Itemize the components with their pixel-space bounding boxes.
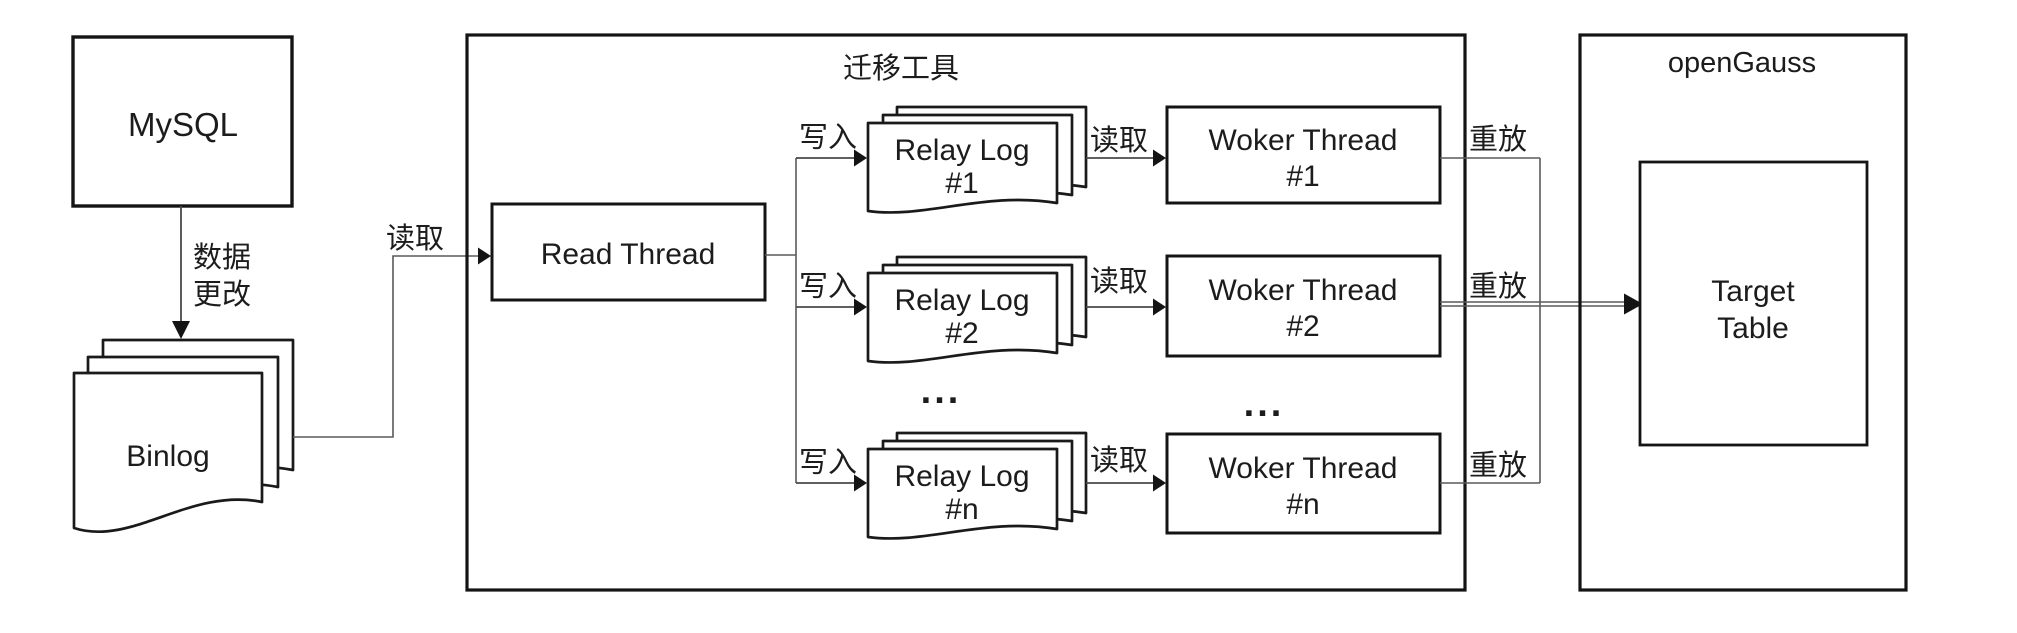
worker-thread-n-line2: #n [1286,488,1319,521]
target-table-line1: Target [1711,275,1795,308]
data-change-edge: 数据 更改 [172,206,251,339]
read-thread-node: Read Thread [490,202,767,302]
worker-thread-1: Woker Thread #1 [1165,105,1442,205]
opengauss-container: openGauss [1578,33,1908,592]
relay-read-edge-n: 读取 [1086,444,1166,492]
arrow-down-icon [172,321,190,339]
replay-label-n: 重放 [1469,449,1527,482]
worker-thread-n-line1: Woker Thread [1209,452,1398,485]
worker-thread-1-line2: #1 [1286,160,1319,193]
read-thread-label: Read Thread [541,238,716,271]
migration-tool-title: 迁移工具 [843,52,959,85]
mysql-node: MySQL [71,35,294,208]
worker-thread-1-line1: Woker Thread [1209,124,1398,157]
relay-log-1-line1: Relay Log [894,134,1029,167]
opengauss-title: openGauss [1668,47,1816,79]
worker-thread-2-box [1165,254,1442,358]
relay-read-edge-2: 读取 [1086,265,1166,316]
relay-sheet-front [866,447,1059,540]
relay-ellipsis: ... [921,370,962,412]
data-change-label-line1: 数据 [193,241,251,274]
target-table-line2: Table [1717,312,1789,345]
arrow-right-icon [854,474,867,492]
binlog-node: Binlog [72,338,295,534]
relay-log-2-line1: Relay Log [894,284,1029,317]
write-edge-n: 写入 [796,447,867,492]
read-thread-branch-lines [765,158,797,483]
arrow-right-icon [1624,293,1643,315]
replay-label-1: 重放 [1469,123,1527,156]
relay-sheet-front [866,121,1059,214]
worker-thread-2-line2: #2 [1286,310,1319,343]
write-label-1: 写入 [799,122,857,154]
relay-log-1: Relay Log #1 [866,105,1088,214]
binlog-sheet-front [72,371,264,534]
read-thread-box [490,202,767,302]
relay-log-n: Relay Log #n [866,431,1088,540]
relay-log-1-line2: #1 [945,167,978,200]
arrow-right-icon [478,247,491,265]
worker-thread-2-line1: Woker Thread [1209,274,1398,307]
target-table-box [1638,160,1869,447]
binlog-readthread-line [293,255,478,438]
relay-read-edge-1: 读取 [1086,124,1166,167]
read-label-2: 读取 [1090,265,1148,298]
opengauss-box [1578,33,1908,592]
worker-thread-2: Woker Thread #2 [1165,254,1442,358]
arrow-right-icon [854,149,867,167]
binlog-to-readthread-edge: 读取 [293,222,491,438]
worker-ellipsis: ... [1244,383,1285,425]
worker-thread-1-box [1165,105,1442,205]
relay-log-2-line2: #2 [945,317,978,350]
write-edge-1: 写入 [796,122,867,167]
binlog-label: Binlog [126,440,209,473]
data-change-label-line2: 更改 [193,278,251,311]
arrow-right-icon [1153,298,1166,316]
worker-thread-n: Woker Thread #n [1165,432,1442,535]
migration-tool-box [465,33,1467,592]
replay-edge-2: 重放 [1440,270,1643,315]
replay-label-2: 重放 [1469,270,1527,303]
write-label-n: 写入 [799,447,857,479]
target-table-node: Target Table [1638,160,1869,447]
mysql-label: MySQL [128,106,238,143]
relay-log-n-line2: #n [945,493,978,526]
write-edge-2: 写入 [796,271,867,316]
mysql-box [71,35,294,208]
read-label-1: 读取 [1090,124,1148,157]
worker-thread-n-box [1165,432,1442,535]
write-label-2: 写入 [799,271,857,303]
arrow-right-icon [854,298,867,316]
replay-edge-n: 重放 [1440,449,1540,484]
relay-sheet-front [866,271,1059,364]
arrow-right-icon [1153,474,1166,492]
relay-log-2: Relay Log #2 [866,255,1088,364]
replay-edge-1: 重放 [1440,123,1540,159]
migration-tool-container: 迁移工具 [465,33,1467,592]
read-label-n: 读取 [1090,444,1148,477]
arrow-right-icon [1153,149,1166,167]
read-edge-label: 读取 [386,222,444,255]
relay-log-n-line1: Relay Log [894,460,1029,493]
